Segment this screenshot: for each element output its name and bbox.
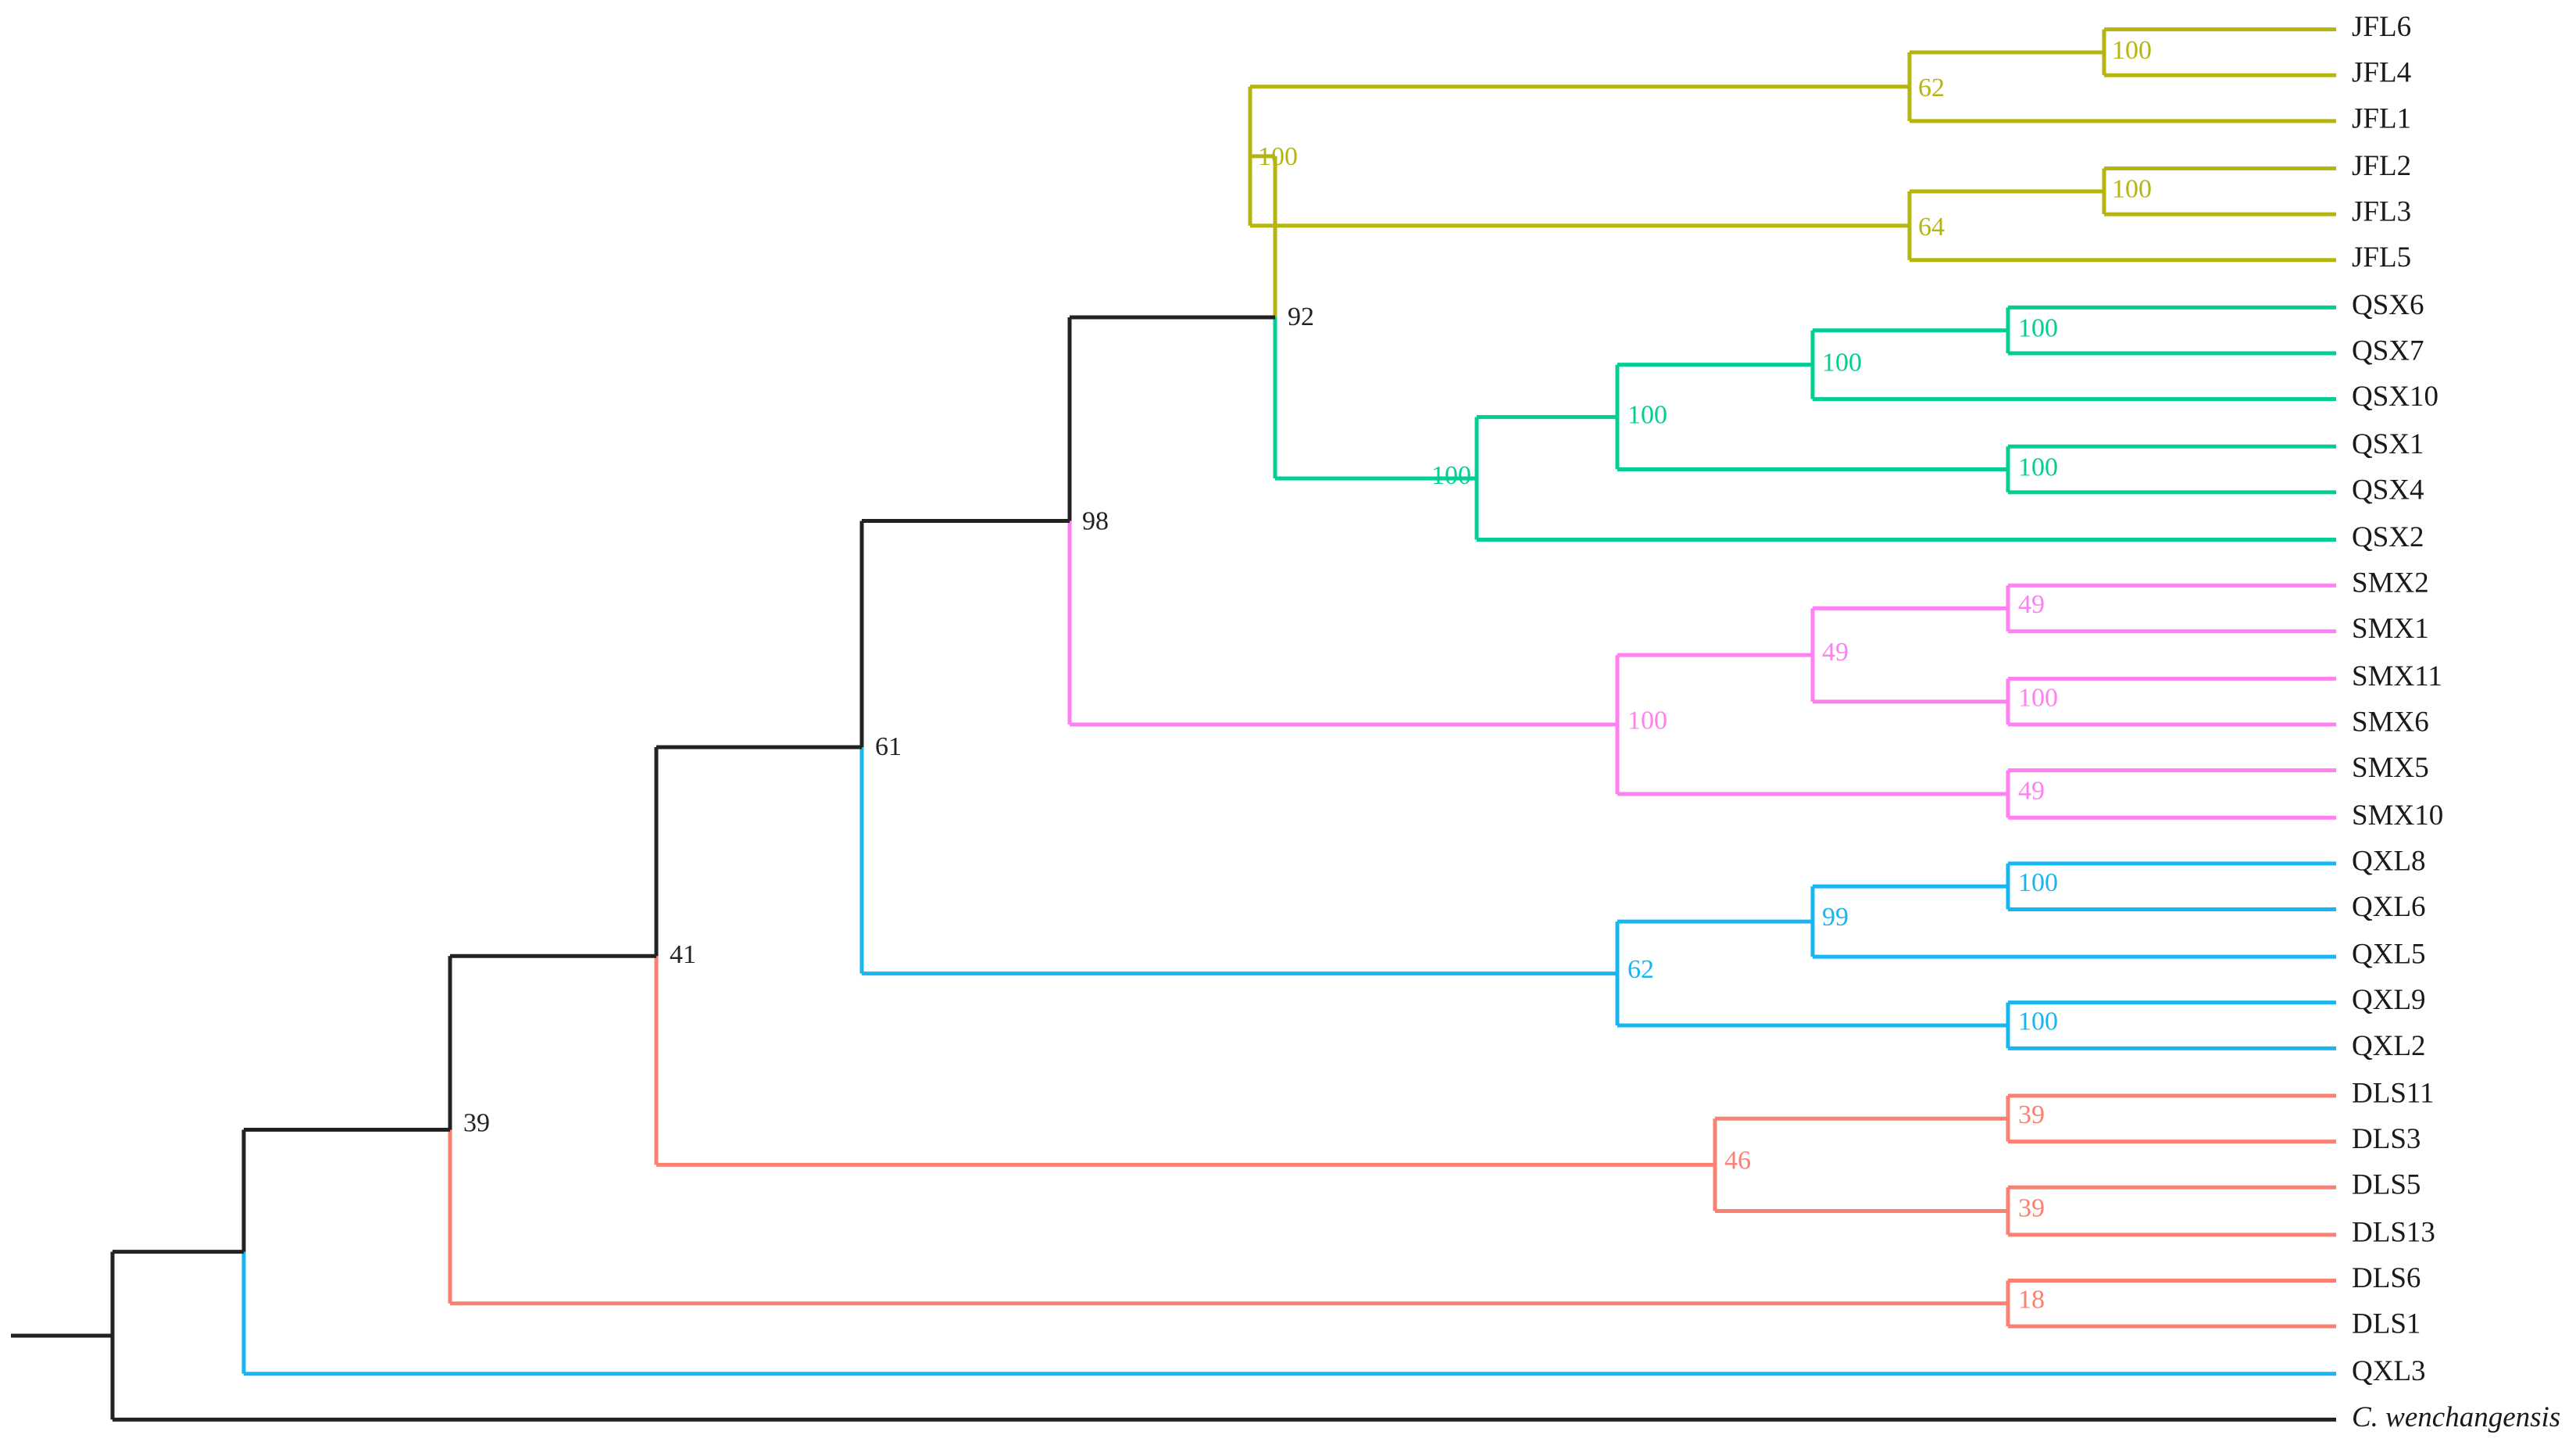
support-value-n_qsx_e: 100: [1431, 461, 1471, 490]
support-value-group: 100 62 100 100 64 100 100 100 100 100 92 98 49 49 100 1…: [463, 36, 2152, 1315]
support-value-n_qsx_d: 100: [2018, 453, 2058, 481]
tip-label-qsx10: QSX10: [2352, 381, 2438, 413]
support-value-n_smx_e: 49: [2018, 777, 2045, 806]
tip-label-jfl6: JFL6: [2352, 11, 2411, 43]
tip-label-qxl2: QXL2: [2352, 1030, 2426, 1062]
tip-label-dls5: DLS5: [2352, 1169, 2421, 1201]
tip-label-jfl3: JFL3: [2352, 196, 2411, 228]
support-value-n_smx_a: 49: [2018, 590, 2045, 619]
tip-label-smx1: SMX1: [2352, 613, 2429, 645]
support-value-n_qxl_b: 99: [1822, 903, 1849, 932]
tip-label-dls6: DLS6: [2352, 1262, 2421, 1294]
tip-label-qxl6: QXL6: [2352, 891, 2426, 923]
tip-label-jfl4: JFL4: [2352, 57, 2411, 89]
support-value-n_qsx_b: 100: [1822, 348, 1862, 377]
tip-label-smx10: SMX10: [2352, 800, 2443, 832]
tip-label-dls13: DLS13: [2352, 1216, 2435, 1248]
tip-label-dls3: DLS3: [2352, 1123, 2421, 1155]
tip-label-qsx1: QSX1: [2352, 428, 2424, 460]
support-value-n_qsx_a: 100: [2018, 313, 2058, 342]
tip-label-jfl1: JFL1: [2352, 102, 2411, 134]
support-value-n_jfl_64: 64: [1918, 213, 1945, 242]
support-value-n_dls_a: 39: [2018, 1100, 2045, 1129]
tip-label-smx2: SMX2: [2352, 567, 2429, 599]
tip-label-qxl8: QXL8: [2352, 845, 2426, 877]
support-value-n_39: 39: [463, 1108, 490, 1137]
tip-label-dls1: DLS1: [2352, 1308, 2421, 1340]
support-value-n_smx_c: 100: [2018, 683, 2058, 712]
support-value-n_qxl_c: 62: [1627, 955, 1654, 984]
support-value-n_41: 41: [670, 940, 696, 969]
support-value-n_dls_b: 46: [1724, 1147, 1751, 1175]
tip-label-smx6: SMX6: [2352, 706, 2429, 738]
tip-label-c-wenchangensis: C. wenchangensis: [2352, 1401, 2560, 1433]
support-value-n_qxl_a: 100: [2018, 868, 2058, 897]
tip-label-qxl3: QXL3: [2352, 1355, 2426, 1387]
tip-label-group: JFL6JFL4JFL1JFL2JFL3JFL5QSX6QSX7QSX10QSX…: [2352, 11, 2560, 1433]
support-value-n_qsx_c: 100: [1627, 400, 1667, 429]
tip-label-qsx6: QSX6: [2352, 289, 2424, 321]
support-value-n_jfl_64b: 100: [2112, 175, 2152, 204]
support-value-n_smx_d: 100: [1627, 707, 1667, 735]
support-value-n_98: 98: [1082, 506, 1109, 535]
tip-label-jfl5: JFL5: [2352, 242, 2411, 274]
support-value-n_dls_d: 18: [2018, 1285, 2045, 1314]
tip-label-qxl5: QXL5: [2352, 939, 2426, 971]
tip-label-qsx2: QSX2: [2352, 521, 2424, 553]
tip-label-smx5: SMX5: [2352, 752, 2429, 784]
support-value-n_92: 92: [1288, 302, 1314, 331]
tip-label-smx11: SMX11: [2352, 660, 2442, 692]
support-value-n_dls_c: 39: [2018, 1193, 2045, 1222]
support-value-n_61: 61: [875, 732, 902, 761]
tip-label-qsx7: QSX7: [2352, 335, 2424, 367]
tip-label-jfl2: JFL2: [2352, 150, 2411, 182]
support-value-n_smx_b: 49: [1822, 638, 1849, 667]
tip-label-qxl9: QXL9: [2352, 984, 2426, 1016]
support-value-n_jfl_62: 62: [1918, 73, 1945, 102]
support-value-n_jfl_100: 100: [1258, 142, 1298, 171]
support-value-n_jfl_64a: 100: [2112, 36, 2152, 65]
tip-label-qsx4: QSX4: [2352, 474, 2424, 506]
support-value-n_qxl_d: 100: [2018, 1007, 2058, 1036]
branch-group: [11, 27, 2336, 1422]
tip-label-dls11: DLS11: [2352, 1077, 2435, 1109]
